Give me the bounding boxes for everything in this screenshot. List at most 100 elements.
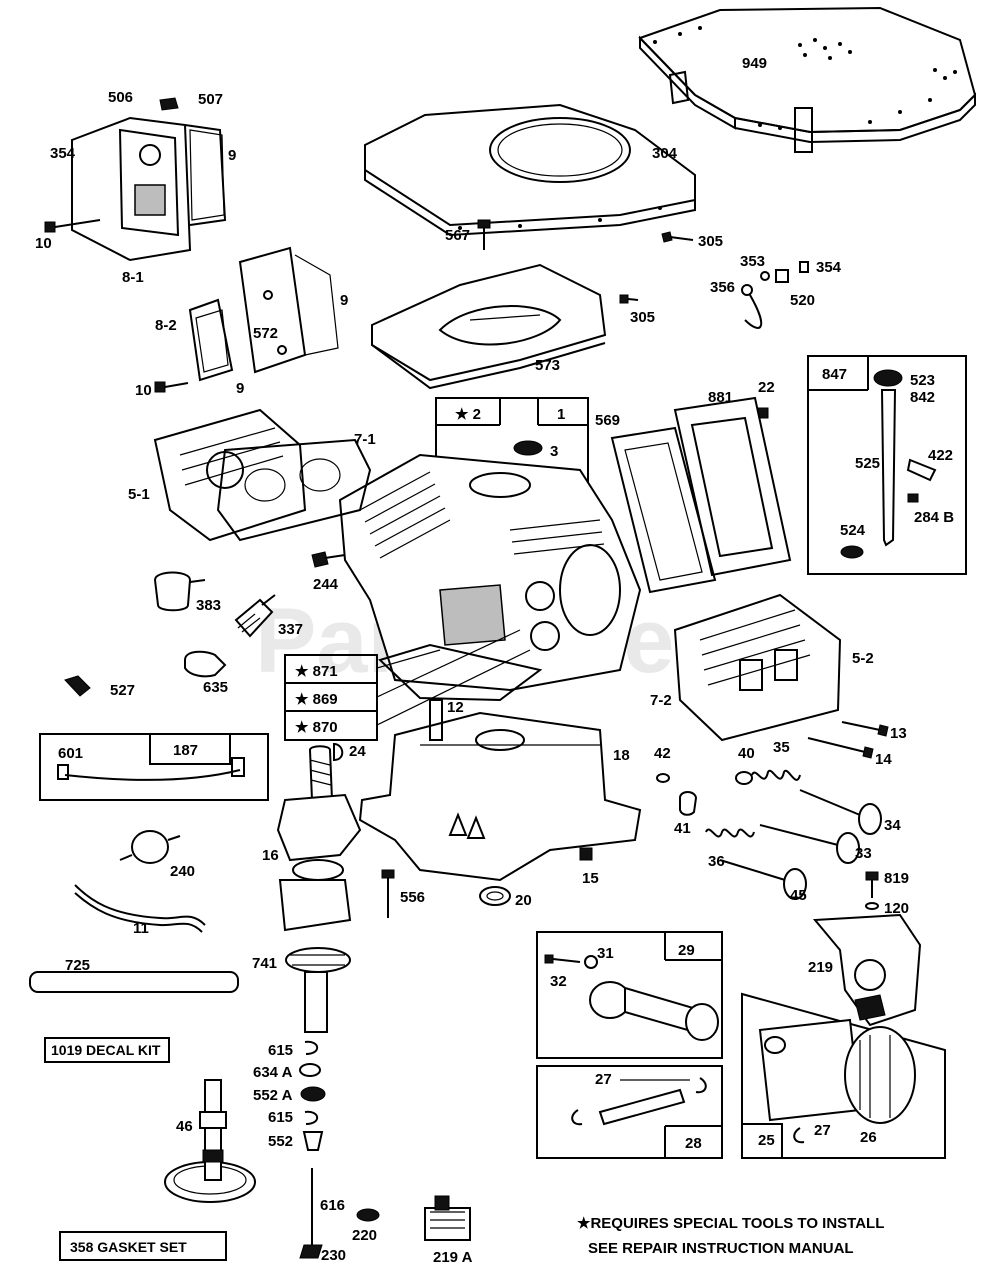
label-13: 13 <box>890 725 907 742</box>
label-305b: 305 <box>630 309 655 326</box>
label-10b: 10 <box>135 382 152 399</box>
screw-10b[interactable] <box>154 381 189 393</box>
seal-20[interactable] <box>479 886 511 906</box>
fuel-line-kit-187[interactable] <box>39 733 269 801</box>
cover-881[interactable] <box>673 396 792 577</box>
fuel-line-11[interactable] <box>74 884 206 933</box>
screw-10a[interactable] <box>44 219 101 233</box>
blower-housing-cover-949[interactable] <box>638 6 977 153</box>
valve-train[interactable] <box>656 769 882 900</box>
gasket-572[interactable] <box>238 246 339 374</box>
label-552: 552 <box>268 1133 293 1150</box>
label-187: 187 <box>173 742 198 759</box>
label-741: 741 <box>252 955 277 972</box>
connecting-rod-kit-29[interactable] <box>536 931 723 1059</box>
label-14: 14 <box>875 751 892 768</box>
spark-plug-337[interactable] <box>234 594 276 638</box>
label-34: 34 <box>884 817 901 834</box>
label-354b: 354 <box>816 259 842 276</box>
label-383: 383 <box>196 597 221 614</box>
label-45: 45 <box>790 887 807 904</box>
label-120: 120 <box>884 900 909 917</box>
label-616: 616 <box>320 1197 345 1214</box>
label-634a: 634 A <box>253 1064 293 1081</box>
label-220: 220 <box>352 1227 377 1244</box>
governor-shaft-616[interactable] <box>299 1168 323 1259</box>
sleeve-383[interactable] <box>153 571 206 612</box>
bearing-stack[interactable] <box>299 1040 326 1151</box>
screw-819[interactable] <box>865 871 879 910</box>
label-20: 20 <box>515 892 532 909</box>
screw-305b[interactable] <box>619 294 639 304</box>
label-869: ★ 869 <box>295 691 338 708</box>
crankshaft-16[interactable] <box>276 745 362 1033</box>
screw-567[interactable] <box>477 219 491 250</box>
governor-219[interactable] <box>812 913 922 1027</box>
spark-plug-boot-635[interactable] <box>184 650 227 678</box>
cylinder-head-5-2[interactable] <box>673 593 842 742</box>
gasket-12[interactable] <box>378 643 543 702</box>
label-842: 842 <box>910 389 935 406</box>
label-615a: 615 <box>268 1042 293 1059</box>
label-337: 337 <box>278 621 303 638</box>
label-949: 949 <box>742 55 767 72</box>
label-819: 819 <box>884 870 909 887</box>
governor-gear-219a[interactable] <box>424 1195 471 1241</box>
clip-527[interactable] <box>64 675 91 697</box>
footnote-line-2: SEE REPAIR INSTRUCTION MANUAL <box>588 1240 854 1257</box>
decal-kit-box[interactable] <box>44 1037 170 1063</box>
plug-15[interactable] <box>579 847 593 861</box>
bolt-556[interactable] <box>381 869 395 918</box>
key-24[interactable] <box>333 742 344 762</box>
cylinder-block-1[interactable] <box>338 453 642 692</box>
dipstick-kit-847[interactable] <box>807 355 967 575</box>
label-284b: 284 B <box>914 509 954 526</box>
label-615b: 615 <box>268 1109 293 1126</box>
washer-220[interactable] <box>356 1208 380 1222</box>
label-304: 304 <box>652 145 678 162</box>
label-527: 527 <box>110 682 135 699</box>
gasket-set-box[interactable] <box>59 1231 227 1261</box>
bolt-13[interactable] <box>841 721 889 737</box>
label-847: 847 <box>822 366 847 383</box>
camshaft-46[interactable] <box>164 1079 256 1203</box>
cylinder-head-5-1[interactable] <box>153 408 372 542</box>
label-24: 24 <box>349 743 366 760</box>
label-35: 35 <box>773 739 790 756</box>
label-31: 31 <box>597 945 614 962</box>
label-2: ★ 2 <box>455 406 481 423</box>
seal-3[interactable] <box>513 440 543 456</box>
fitting-244[interactable] <box>311 551 346 568</box>
piston-pin-kit-28[interactable] <box>536 1065 723 1159</box>
label-9c: 9 <box>236 380 244 397</box>
blower-base-573[interactable] <box>371 263 607 390</box>
label-42: 42 <box>654 745 671 762</box>
fuel-filter-240[interactable] <box>119 830 181 864</box>
ground-wire-356[interactable] <box>741 261 809 329</box>
breather-8-2[interactable] <box>188 298 234 382</box>
label-15: 15 <box>582 870 599 887</box>
label-556: 556 <box>400 889 425 906</box>
blower-housing-304[interactable] <box>364 103 696 237</box>
label-523: 523 <box>910 372 935 389</box>
gasket-569[interactable] <box>610 426 717 594</box>
label-524: 524 <box>840 522 866 539</box>
label-10a: 10 <box>35 235 52 252</box>
bolt-14[interactable] <box>807 737 874 759</box>
crankcase-sump-18[interactable] <box>358 699 642 882</box>
label-525: 525 <box>855 455 880 472</box>
piston-kit-26[interactable] <box>741 992 946 1159</box>
tube-725[interactable] <box>29 971 239 993</box>
label-567: 567 <box>445 227 470 244</box>
label-29: 29 <box>678 942 695 959</box>
label-5-2: 5-2 <box>852 650 874 667</box>
label-22: 22 <box>758 379 775 396</box>
label-881: 881 <box>708 389 733 406</box>
label-601: 601 <box>58 745 83 762</box>
gasket-set-label: 358 GASKET SET <box>70 1239 187 1255</box>
screw-305a[interactable] <box>661 231 694 243</box>
breather-assembly-8-1[interactable] <box>71 97 227 262</box>
label-28: 28 <box>685 1135 702 1152</box>
label-41: 41 <box>674 820 691 837</box>
